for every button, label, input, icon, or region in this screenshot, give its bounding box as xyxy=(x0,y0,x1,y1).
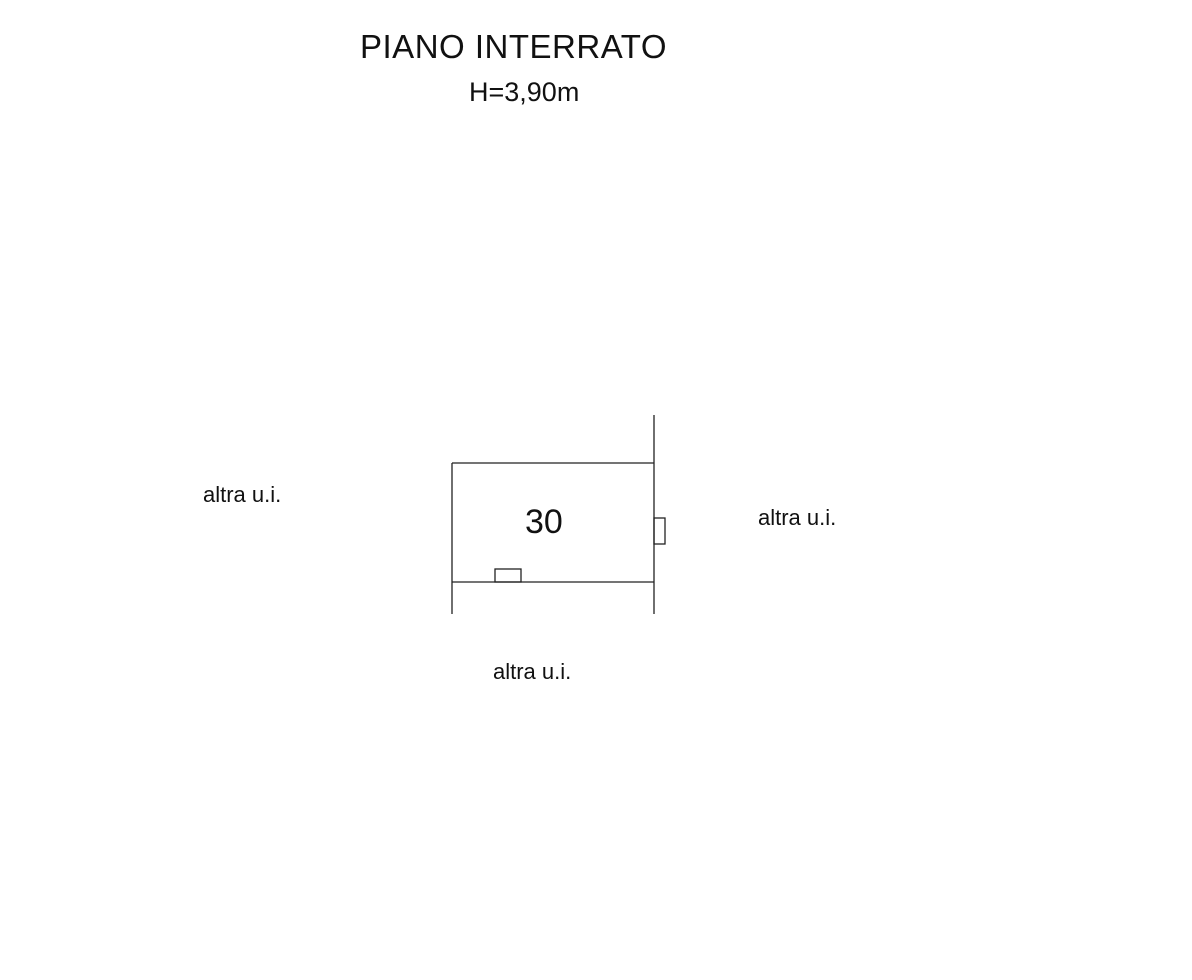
neighbor-label-left: altra u.i. xyxy=(203,482,282,507)
plan-title: PIANO INTERRATO xyxy=(360,28,667,65)
plan-height-label: H=3,90m xyxy=(469,77,580,107)
neighbor-label-bottom: altra u.i. xyxy=(493,659,572,684)
room-number: 30 xyxy=(525,503,563,541)
bottom-wall-opening xyxy=(494,568,522,583)
neighbor-label-right: altra u.i. xyxy=(758,505,837,530)
right-wall-opening xyxy=(653,517,666,545)
